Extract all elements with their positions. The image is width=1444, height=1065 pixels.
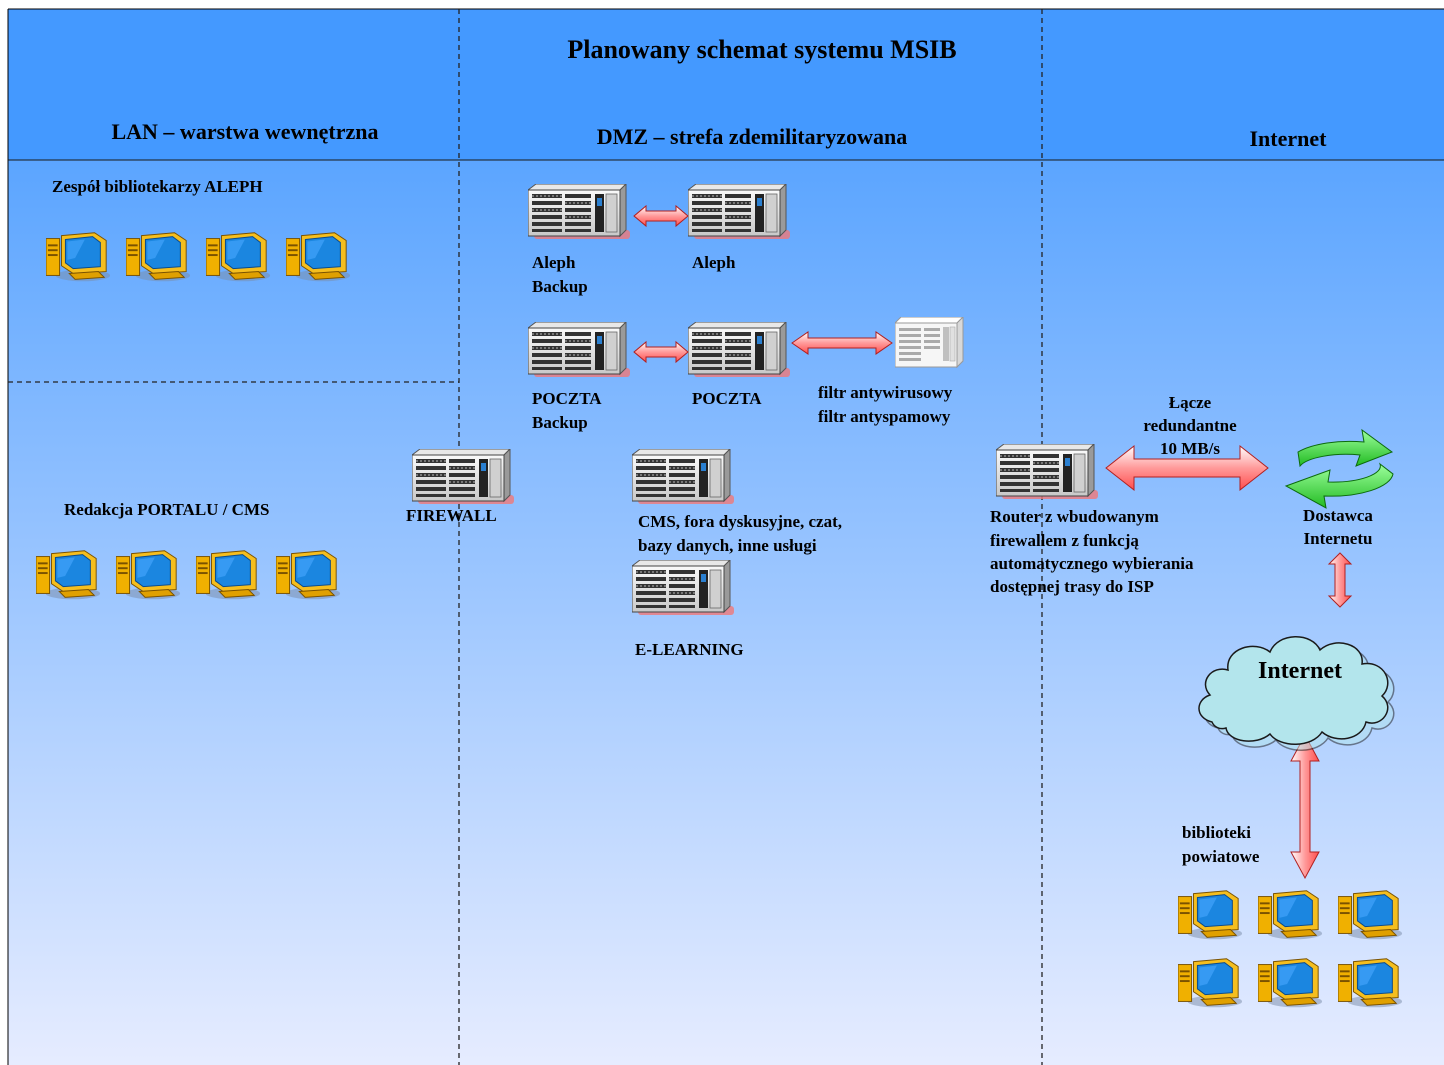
cms-server-icon <box>632 449 735 505</box>
aleph-sync-arrow <box>633 204 689 228</box>
poczta-label: POCZTA <box>692 389 762 408</box>
aleph-backup-label-line2: Backup <box>532 277 588 296</box>
poczta-backup-server-icon <box>528 322 631 378</box>
pc-icon <box>1338 958 1403 1008</box>
pc-icon <box>1258 958 1323 1008</box>
link-label-line2: redundantne <box>1143 416 1237 435</box>
router-label-line3: automatycznego wybierania <box>990 554 1194 573</box>
firewall-server-icon <box>412 449 515 505</box>
pc-icon <box>286 232 351 282</box>
pc-icon <box>116 550 181 600</box>
header-band <box>8 9 1444 160</box>
pc-icon <box>1178 958 1243 1008</box>
pc-icon <box>206 232 271 282</box>
pc-icon <box>46 232 111 282</box>
pc-icon <box>1338 890 1403 940</box>
cms-label-line2: bazy danych, inne usługi <box>638 536 817 555</box>
router-label-line4: dostępnej trasy do ISP <box>990 577 1154 596</box>
aleph-team-label: Zespół bibliotekarzy ALEPH <box>52 177 263 196</box>
router-icon <box>996 444 1099 500</box>
pc-icon <box>1258 890 1323 940</box>
aleph-label: Aleph <box>692 253 736 272</box>
lan-column-header: LAN – warstwa wewnętrzna <box>111 119 378 144</box>
internet-column-header: Internet <box>1250 126 1328 151</box>
internet-cloud-icon <box>1198 636 1395 751</box>
pc-icon <box>1178 890 1243 940</box>
isp-label-line2: Internetu <box>1304 529 1373 548</box>
pc-icon <box>276 550 341 600</box>
filter-server-icon <box>895 317 964 368</box>
diagram-title: Planowany schemat systemu MSIB <box>567 35 956 64</box>
portal-team-label: Redakcja PORTALU / CMS <box>64 500 269 519</box>
link-label-line1: Łącze <box>1169 393 1212 412</box>
isp-label-line1: Dostawca <box>1303 506 1373 525</box>
internet-cloud-label: Internet <box>1258 658 1342 684</box>
filter-label-line2: filtr antyspamowy <box>818 407 951 426</box>
filter-label-line1: filtr antywirusowy <box>818 383 953 402</box>
poczta-sync-arrow <box>633 340 689 364</box>
poczta-server-icon <box>688 322 791 378</box>
router-label-line2: firewallem z funkcją <box>990 531 1139 550</box>
pc-icon <box>196 550 261 600</box>
firewall-label: FIREWALL <box>406 506 497 525</box>
poczta-backup-label-line2: Backup <box>532 413 588 432</box>
aleph-backup-server-icon <box>528 184 631 240</box>
link-label-line3: 10 MB/s <box>1160 439 1220 458</box>
elearning-server-icon <box>632 560 735 616</box>
libraries-label-line2: powiatowe <box>1182 847 1260 866</box>
router-isp-arrow <box>1105 444 1269 492</box>
internet-libraries-arrow <box>1290 733 1320 880</box>
dmz-column-header: DMZ – strefa zdemilitaryzowana <box>597 124 908 149</box>
pc-icon <box>36 550 101 600</box>
aleph-backup-label-line1: Aleph <box>532 253 576 272</box>
aleph-server-icon <box>688 184 791 240</box>
router-label-line1: Router z wbudowanym <box>990 507 1159 526</box>
poczta-backup-label-line1: POCZTA <box>532 389 602 408</box>
isp-internet-arrow <box>1327 552 1353 608</box>
poczta-filter-arrow <box>791 331 893 355</box>
libraries-label-line1: biblioteki <box>1182 823 1251 842</box>
isp-cycle-icon <box>1284 428 1394 509</box>
elearning-label: E-LEARNING <box>635 640 744 659</box>
cms-label-line1: CMS, fora dyskusyjne, czat, <box>638 512 842 531</box>
pc-icon <box>126 232 191 282</box>
